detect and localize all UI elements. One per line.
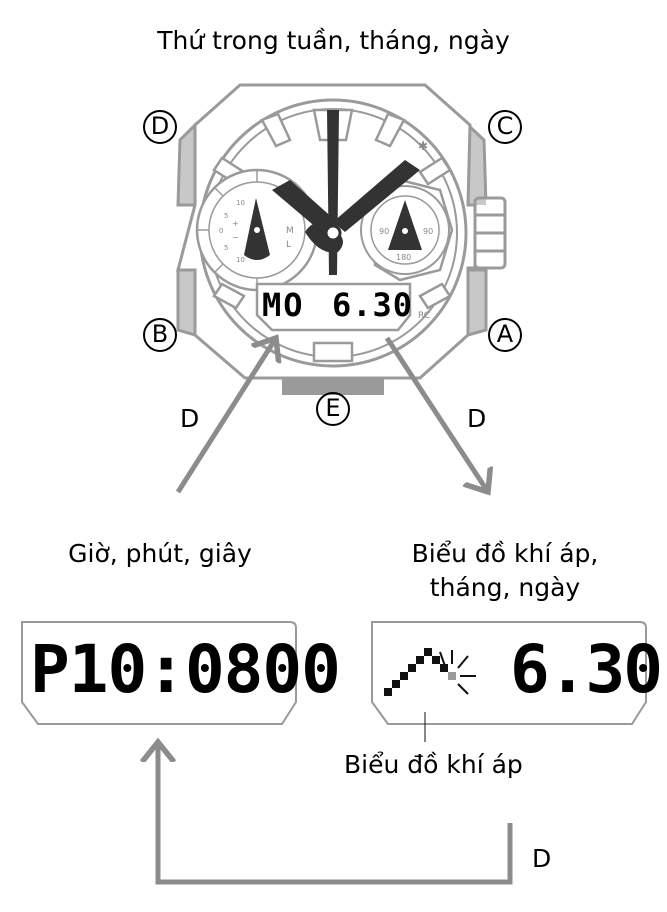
barometer-caption-line1: Biểu đồ khí áp, <box>411 539 599 568</box>
mark-5-top: 5 <box>224 212 228 220</box>
time-lcd-value: P10:0800 <box>30 631 341 708</box>
arrow-label-right: D <box>467 404 487 433</box>
bluetooth-icon: ✱ <box>418 139 428 153</box>
barometer-caption-line2: tháng, ngày <box>429 573 581 602</box>
arrow-to-watch <box>175 338 276 494</box>
mark-m: M <box>286 226 294 236</box>
mark-l: L <box>286 240 291 250</box>
mark-minus: − <box>232 233 239 242</box>
arrow-label-bottom: D <box>532 844 552 873</box>
button-e-label[interactable]: E <box>325 394 341 422</box>
blink-indicator-icon <box>439 650 476 695</box>
mark-180: 180 <box>396 253 411 262</box>
pressure-graph-label: Biểu đồ khí áp <box>344 750 523 779</box>
button-b-circle <box>143 318 177 352</box>
button-a-circle <box>488 318 522 352</box>
button-d-circle <box>143 110 177 144</box>
barometer-lcd-date: 6.30 <box>510 631 663 708</box>
arrow-return-loop <box>158 742 513 885</box>
hour-hand <box>272 180 335 235</box>
top-caption: Thứ trong tuần, tháng, ngày <box>157 26 510 55</box>
barometer-lcd-frame <box>371 621 647 725</box>
mark-90-right: 90 <box>423 227 433 236</box>
mark-90-left: 90 <box>379 227 389 236</box>
mark-0: 0 <box>219 227 223 235</box>
mark-5-bottom: 5 <box>224 244 228 252</box>
time-lcd-frame <box>21 621 297 725</box>
right-subdial <box>360 178 454 282</box>
button-e-shape <box>282 376 384 395</box>
pressure-graph <box>384 648 456 696</box>
watch-lcd-day: MO <box>262 286 305 324</box>
second-hand-bar <box>333 160 420 232</box>
mark-10-top: 10 <box>236 199 245 207</box>
watch-lcd <box>255 282 412 332</box>
arrow-label-left: D <box>180 404 200 433</box>
mark-plus: + <box>232 219 239 228</box>
button-e-circle <box>316 392 350 426</box>
watch-hands <box>272 110 420 275</box>
button-b-label[interactable]: B <box>151 320 169 348</box>
button-d-label[interactable]: D <box>150 112 170 140</box>
button-c-circle <box>488 110 522 144</box>
mark-rc: RC <box>418 311 430 321</box>
watch-lcd-date: 6.30 <box>332 286 414 324</box>
time-screen-caption: Giờ, phút, giây <box>68 539 252 568</box>
mark-10-bottom: 10 <box>236 256 245 264</box>
arrow-to-barometer <box>384 336 488 492</box>
button-a-label[interactable]: A <box>496 320 514 348</box>
button-c-label[interactable]: C <box>496 112 514 140</box>
